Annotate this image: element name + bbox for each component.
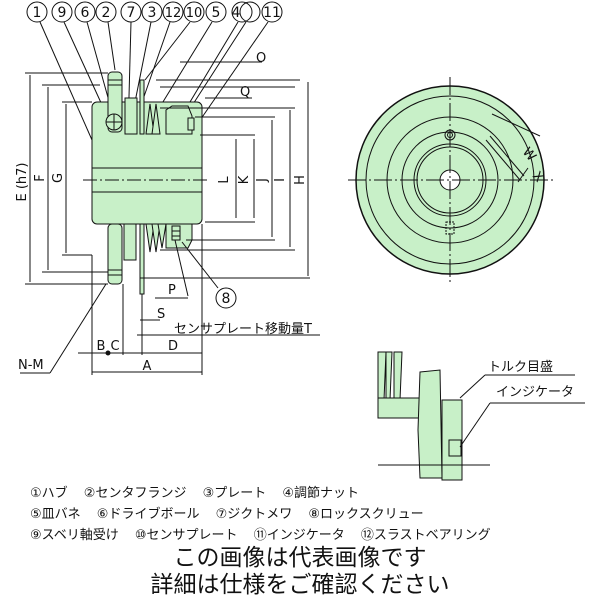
front-view [348,77,555,283]
svg-text:4: 4 [232,5,241,21]
svg-text:1: 1 [33,5,42,21]
callout-5: 5 [157,1,227,111]
center-flange-bottom [107,223,123,285]
notice-line-1: この画像は代表画像です [173,545,427,571]
legend-row: ⑤皿バネ ⑥ドライブボール ⑦ジクトメワ ⑧ロックスクリュー [30,504,503,525]
dim-D: D [168,339,178,354]
callout-10: 10 [144,1,205,81]
legend-item: ⑩センサプレート [134,528,238,543]
svg-text:9: 9 [58,5,67,21]
svg-text:5: 5 [212,5,221,21]
callout-blank [185,1,261,116]
legend-item: ①ハブ [30,486,68,501]
dim-Q: Q [240,85,250,100]
dim-N-M: N-M [18,358,44,373]
callout-8 [215,287,237,309]
callout-12: 12 [139,1,184,109]
svg-text:2: 2 [102,5,111,21]
dim-C: C [110,339,119,354]
legend-item: ⑪インジケータ [253,528,345,543]
legend-row: ①ハブ ②センタフランジ ③プレート ④調節ナット [30,483,503,504]
svg-text:3: 3 [148,5,157,21]
legend-row: ⑨スベリ軸受け ⑩センサプレート ⑪インジケータ ⑫スラストベアリング [30,525,503,546]
dim-B: B [97,339,106,354]
legend-item: ⑨スベリ軸受け [30,528,119,543]
legend-item: ⑤皿バネ [30,507,81,522]
torque-scale-label: トルク目盛 [488,360,553,375]
dim-L: L [217,176,232,184]
legend-item: ⑥ドライブボール [96,507,200,522]
svg-text:7: 7 [127,5,136,21]
indicator-label: インジケータ [496,385,574,400]
svg-text:6: 6 [81,5,90,21]
callout-3: 3 [134,1,163,103]
svg-text:8: 8 [222,291,231,307]
legend-item: ⑦ジクトメワ [215,507,293,522]
svg-text:10: 10 [186,6,203,21]
legend-item: ②センタフランジ [83,486,187,501]
dim-S: S [157,307,165,322]
dim-E: E (h7) [15,163,30,202]
dimensions-left [25,72,108,285]
dimensions-right [140,61,310,279]
parts-legend: ①ハブ ②センタフランジ ③プレート ④調節ナット ⑤皿バネ ⑥ドライブボール … [30,483,503,546]
detail-view [377,351,585,481]
legend-item: ③プレート [202,486,267,501]
legend-item: ⑧ロックスクリュー [308,507,424,522]
dim-F: F [33,174,48,181]
dim-P: P [168,283,176,298]
dim-G: G [51,173,66,183]
side-section-view [83,71,210,295]
dim-J: J [255,178,270,183]
callout-11: 11 [195,1,283,127]
legend-item: ④調節ナット [282,486,360,501]
dim-I: I [273,178,288,182]
notice-line-2: 詳細は仕様をご確認ください [150,572,450,598]
callout-1: 1 [26,1,93,141]
svg-text:12: 12 [165,6,182,21]
legend-item: ⑫スラストベアリング [360,528,491,543]
sensor-plate-travel-label: センサプレート移動量T [174,322,312,337]
callout-2: 2 [95,1,117,71]
dimensions-bottom [20,224,320,375]
dim-K: K [237,175,252,184]
dim-H: H [293,175,308,185]
dim-A: A [143,359,152,374]
svg-text:11: 11 [263,5,281,21]
dim-O: O [256,51,266,66]
